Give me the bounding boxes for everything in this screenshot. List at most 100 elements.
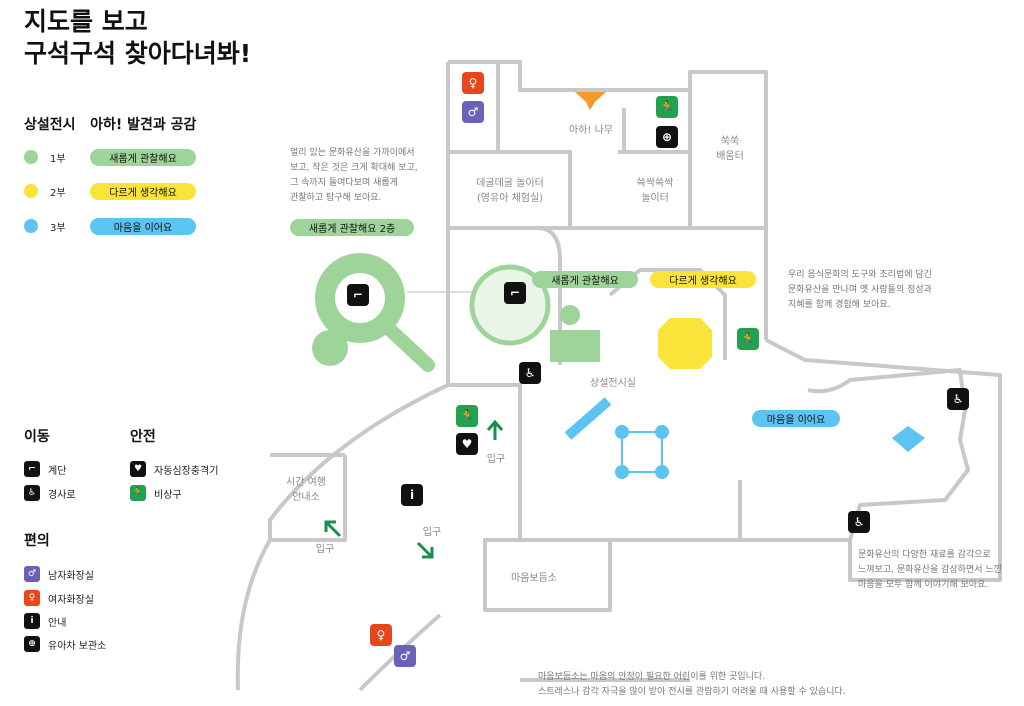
- wall-mid: [448, 226, 768, 340]
- room-main-hall: 상설전시실: [590, 378, 636, 389]
- womens-restroom-icon: ♀: [24, 590, 40, 606]
- room-swish-ground-line: 쑥쑥: [720, 136, 740, 147]
- floor-row-1: 1부 새롭게 관찰해요: [24, 148, 196, 166]
- wheelchair-icon[interactable]: ♿: [947, 388, 969, 410]
- legend-ramp-label: 경사로: [48, 489, 76, 501]
- connect-strip: [564, 397, 612, 440]
- legend-stroller: ⊕ 유아차 보관소: [24, 636, 106, 652]
- legend-info: i 안내: [24, 613, 66, 629]
- mens-restroom-icon: ♂: [24, 566, 40, 582]
- wall-calm-room: [483, 538, 612, 612]
- note-magnify-line: 그 속까지 들여다보며 새롭게: [290, 178, 398, 188]
- title-line-2: 구석구석 찾아다녀봐!: [24, 39, 252, 68]
- connect-seat-1: [615, 425, 629, 439]
- note-food-line: 문화유산을 만나며 옛 사람들의 정성과: [788, 285, 932, 295]
- pill-think: 다르게 생각해요: [650, 271, 756, 288]
- entrance-arrow-3: [416, 541, 434, 559]
- wall-connect-room: [807, 368, 970, 541]
- note-heart-line: 마음을 모두 함께 이야기해 보아요.: [858, 580, 989, 590]
- floor-row-3: 3부 마음을 이어요: [24, 217, 196, 235]
- room-swish-ground: 쑥쑥 배움터: [700, 134, 760, 164]
- wheelchair-icon[interactable]: ♿: [848, 511, 870, 533]
- floor-2-label: 2부: [50, 187, 66, 199]
- legend-mens: ♂ 남자화장실: [24, 566, 94, 582]
- room-swish-play: 쓱싹쓱싹 놀이터: [620, 176, 690, 206]
- aed-icon[interactable]: ♥: [456, 433, 478, 455]
- legend-stairs-label: 계단: [48, 465, 67, 477]
- observe-exhibit-head: [560, 305, 580, 325]
- legend-exit-label: 비상구: [154, 489, 182, 501]
- stroller-icon: ⊕: [24, 636, 40, 652]
- room-swish-ground-line: 배움터: [716, 151, 744, 162]
- note-food: 우리 음식문화의 도구와 조리법에 담긴 문화유산을 만나며 옛 사람들의 정성…: [788, 268, 932, 313]
- note-magnify-line: 관찰하고 탐구해 보아요.: [290, 193, 382, 203]
- safety-heading: 안전: [130, 429, 156, 445]
- floor-3-theme: 마음을 이어요: [90, 217, 196, 235]
- info-icon[interactable]: i: [401, 484, 423, 506]
- room-time-travel: 시간 여행 안내소: [276, 475, 336, 505]
- note-calm-line: 마음보듬소는 마음의 안정이 필요한 어린이를 위한 곳입니다.: [538, 672, 766, 682]
- note-food-line: 지혜를 함께 경험해 보아요.: [788, 300, 891, 310]
- legend-stroller-label: 유아차 보관소: [48, 640, 107, 652]
- pill-observe: 새롭게 관찰해요: [532, 271, 638, 288]
- mens-restroom-icon[interactable]: ♂: [394, 645, 416, 667]
- womens-restroom-icon[interactable]: ♀: [462, 72, 484, 94]
- emergency-exit-icon: 🏃: [130, 485, 146, 501]
- wheelchair-icon[interactable]: ♿: [519, 362, 541, 384]
- title-line-1: 지도를 보고: [24, 7, 148, 36]
- floor-2-dot: [24, 184, 38, 198]
- stroller-icon[interactable]: ⊕: [656, 126, 678, 148]
- wheelchair-icon: ♿: [24, 485, 40, 501]
- observe-exhibit: [550, 330, 600, 362]
- stairs-icon[interactable]: ⌐: [347, 284, 369, 306]
- entrance-arrow-2: [324, 520, 342, 538]
- wall-lobby-left: [235, 538, 272, 691]
- room-swish-play-line: 놀이터: [641, 193, 669, 204]
- connect-seat-2: [655, 425, 669, 439]
- info-icon: i: [24, 613, 40, 629]
- magnifier-knob: [312, 330, 348, 366]
- note-calm: 마음보듬소는 마음의 안정이 필요한 어린이를 위한 곳입니다. 스트레스나 감…: [538, 670, 846, 700]
- room-play-area: 데굴데굴 놀이터 (영유아 체험실): [462, 176, 558, 206]
- think-exhibit: [658, 318, 712, 369]
- move-heading: 이동: [24, 429, 50, 445]
- room-play-area-line: (영유아 체험실): [476, 193, 544, 204]
- floor-1-dot: [24, 150, 38, 164]
- connect-seat-4: [655, 465, 669, 479]
- legend-stairs: ⌐ 계단: [24, 461, 66, 477]
- floor-row-2: 2부 다르게 생각해요: [24, 182, 196, 200]
- floor-3-label: 3부: [50, 222, 66, 234]
- emergency-exit-icon[interactable]: 🏃: [737, 328, 759, 350]
- connect-table: [621, 431, 663, 473]
- emergency-exit-icon[interactable]: 🏃: [656, 96, 678, 118]
- legend-mens-label: 남자화장실: [48, 570, 94, 582]
- room-play-area-line: 데굴데굴 놀이터: [476, 178, 544, 189]
- legend-exit: 🏃 비상구: [130, 485, 182, 501]
- wall-lobby-upper: [268, 383, 449, 542]
- aed-icon: ♥: [130, 461, 146, 477]
- room-calm: 마음보듬소: [511, 573, 557, 584]
- room-swish-play-line: 쓱싹쓱싹: [636, 178, 674, 189]
- page-title: 지도를 보고 구석구석 찾아다녀봐!: [24, 6, 251, 70]
- womens-restroom-icon[interactable]: ♀: [370, 624, 392, 646]
- exhibit-heading: 상설전시 아하! 발견과 공감: [24, 117, 197, 133]
- room-time-travel-line: 시간 여행: [286, 477, 326, 488]
- legend-aed-label: 자동심장충격기: [154, 465, 219, 477]
- room-entrance-3: 입구: [422, 527, 442, 538]
- mens-restroom-icon[interactable]: ♂: [462, 101, 484, 123]
- magnifier-handle: [378, 318, 435, 372]
- note-magnify-line: 멀리 있는 문화유산을 가까이에서: [290, 148, 415, 158]
- note-magnify-line: 보고, 작은 것은 크게 확대해 보고,: [290, 163, 418, 173]
- pill-observe-2f: 새롭게 관찰해요 2층: [290, 219, 414, 236]
- legend-womens: ♀ 여자화장실: [24, 590, 94, 606]
- room-entrance-2: 입구: [315, 544, 335, 555]
- stairs-icon[interactable]: ⌐: [504, 282, 526, 304]
- note-heart: 문화유산의 다양한 재료를 감각으로 느껴보고, 문화유산을 감상하면서 느낀 …: [858, 548, 1002, 593]
- wall-play-area: [448, 150, 572, 228]
- note-magnify: 멀리 있는 문화유산을 가까이에서 보고, 작은 것은 크게 확대해 보고, 그…: [290, 146, 418, 206]
- emergency-exit-icon[interactable]: 🏃: [456, 405, 478, 427]
- stairs-icon: ⌐: [24, 461, 40, 477]
- floor-3-dot: [24, 219, 38, 233]
- legend-womens-label: 여자화장실: [48, 594, 94, 606]
